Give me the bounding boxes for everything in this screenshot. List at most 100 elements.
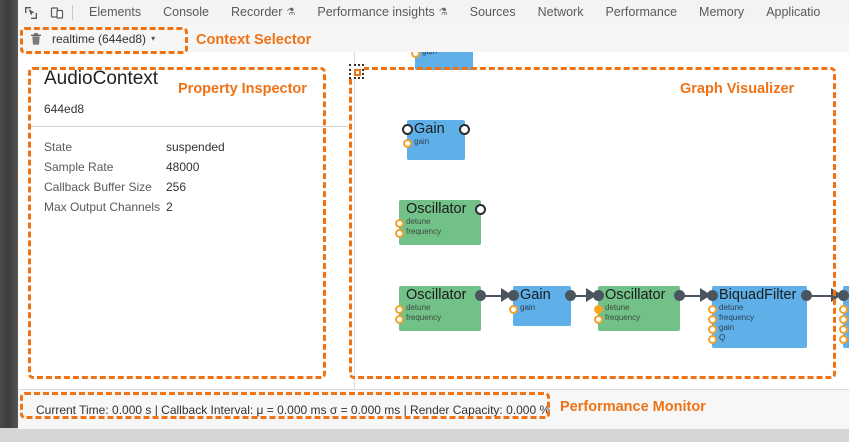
inspector-property-list: State suspended Sample Rate 48000 Callba… — [30, 127, 348, 217]
inspect-element-icon[interactable] — [18, 0, 44, 25]
graph-drag-handle[interactable] — [349, 64, 364, 79]
graph-param-port-osc-bottom-detune[interactable] — [395, 305, 404, 314]
inspector-divider — [30, 126, 348, 127]
graph-node-param-frequency: frequency — [719, 313, 755, 322]
graph-param-port-gain-mid-gain[interactable] — [403, 139, 412, 148]
graph-param-port-biquad-frequency[interactable] — [708, 315, 717, 324]
graph-edge — [481, 295, 501, 297]
graph-param-port-osc-mid-frequency[interactable] — [395, 229, 404, 238]
property-key: Callback Buffer Size — [44, 180, 152, 194]
devtools-tabbar: Elements Console Recorder ⚗ Performance … — [18, 0, 849, 26]
context-selector-dropdown[interactable]: realtime (644ed8) ▾ — [48, 30, 159, 48]
graph-port-output-gain-mid[interactable] — [459, 124, 470, 135]
graph-node-title: Oscillator — [406, 201, 467, 217]
graph-param-port-biquad-Q[interactable] — [708, 335, 717, 344]
property-row: Callback Buffer Size 256 — [44, 177, 348, 197]
property-key: Sample Rate — [44, 160, 114, 174]
graph-node-title: Oscillator — [605, 287, 666, 303]
graph-node-param-gain: gain — [719, 323, 735, 332]
tab-performance[interactable]: Performance — [594, 0, 688, 25]
tab-recorder[interactable]: Recorder ⚗ — [220, 0, 306, 25]
graph-param-port-biquad-clipped-ga[interactable] — [839, 325, 848, 334]
tab-application-label: Applicatio — [766, 5, 821, 19]
graph-param-port-osc-bottom-2-detune[interactable] — [594, 305, 603, 314]
graph-edge-arrow — [586, 288, 597, 302]
property-row: Sample Rate 48000 — [44, 157, 348, 177]
tab-console-label: Console — [163, 5, 209, 19]
tab-elements-label: Elements — [89, 5, 142, 19]
page-title: AudioContext — [44, 68, 159, 89]
graph-param-port-osc-bottom-frequency[interactable] — [395, 315, 404, 324]
graph-param-port-osc-bottom-2-frequency[interactable] — [594, 315, 603, 324]
graph-param-port-biquad-clipped-de[interactable] — [839, 305, 848, 314]
property-row: Max Output Channels 2 — [44, 197, 348, 217]
graph-param-port-biquad-clipped-Q[interactable] — [839, 335, 848, 344]
tab-network[interactable]: Network — [527, 0, 595, 25]
graph-edge — [571, 295, 586, 297]
chevron-down-icon: ▾ — [151, 34, 156, 43]
graph-node-param-detune: detune — [406, 217, 431, 226]
graph-edge-arrow — [501, 288, 512, 302]
tab-performance-insights[interactable]: Performance insights ⚗ — [306, 0, 458, 25]
panel-splitter[interactable] — [354, 52, 355, 389]
tab-memory[interactable]: Memory — [688, 0, 755, 25]
property-key: State — [44, 140, 73, 154]
graph-param-port-gain-bottom-gain[interactable] — [509, 305, 518, 314]
tab-application[interactable]: Applicatio — [755, 0, 831, 25]
tab-sources[interactable]: Sources — [459, 0, 527, 25]
graph-param-port-gain-top-gain[interactable] — [411, 52, 420, 58]
graph-port-output-osc-mid[interactable] — [475, 204, 486, 215]
tab-network-label: Network — [537, 5, 584, 19]
graph-param-port-osc-mid-detune[interactable] — [395, 219, 404, 228]
context-selector-value: realtime (644ed8) — [52, 31, 147, 46]
performance-monitor-text: Current Time: 0.000 s | Callback Interva… — [36, 403, 551, 417]
experiment-flask-icon: ⚗ — [286, 7, 296, 18]
graph-node-param-frequency: frequency — [406, 313, 442, 322]
tab-console[interactable]: Console — [152, 0, 220, 25]
graph-node-params: gain — [407, 137, 465, 150]
graph-node-param-detune: detune — [605, 303, 630, 312]
graph-param-port-biquad-clipped-fr[interactable] — [839, 315, 848, 324]
graph-node-title: Gain — [414, 121, 445, 137]
tab-elements[interactable]: Elements — [78, 0, 152, 25]
graph-node-title: BiquadFilter — [719, 287, 797, 303]
property-key: Max Output Channels — [44, 200, 161, 214]
property-inspector: AudioContext 644ed8 State suspended Samp… — [30, 62, 348, 384]
tabbar-divider — [72, 5, 73, 20]
graph-edge-arrow — [831, 288, 842, 302]
annotation-label-performance-monitor: Performance Monitor — [560, 399, 706, 415]
graph-node-param-gain: gain — [520, 303, 536, 312]
graph-param-port-biquad-detune[interactable] — [708, 305, 717, 314]
graph-param-port-biquad-gain[interactable] — [708, 325, 717, 334]
tab-memory-label: Memory — [699, 5, 745, 19]
graph-edge — [680, 295, 700, 297]
tab-recorder-label: Recorder — [230, 5, 283, 19]
property-value: 2 — [166, 200, 173, 214]
graph-node-param-detune: detune — [719, 303, 744, 312]
context-selector-toolbar: realtime (644ed8) ▾ — [18, 25, 849, 53]
graph-visualizer-canvas[interactable]: GaingainGaingainOscillatordetunefrequenc… — [355, 52, 849, 389]
graph-node-title: Gain — [520, 287, 551, 303]
webaudio-main-body: AudioContext 644ed8 State suspended Samp… — [18, 52, 849, 389]
graph-node-param-gain: gain — [422, 52, 473, 57]
graph-node-param-frequency: frequency — [406, 227, 442, 236]
graph-node-param-Q: Q — [719, 333, 726, 342]
performance-monitor: Current Time: 0.000 s | Callback Interva… — [18, 389, 849, 429]
graph-port-input-gain-mid[interactable] — [402, 124, 413, 135]
annotation-label-graph-visualizer: Graph Visualizer — [680, 81, 795, 97]
tab-sources-label: Sources — [469, 5, 516, 19]
trash-icon[interactable] — [24, 26, 48, 52]
device-toolbar-icon[interactable] — [44, 0, 70, 25]
annotation-label-property-inspector: Property Inspector — [178, 81, 307, 97]
context-id-value: 644ed8 — [44, 102, 85, 116]
